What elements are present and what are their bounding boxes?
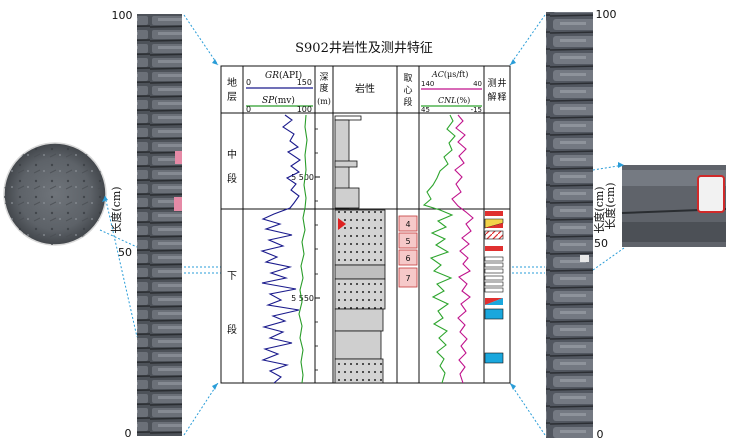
left-core-tag: [174, 197, 182, 211]
gr-header: GR(API): [265, 70, 302, 81]
gr-max: 150: [297, 78, 312, 87]
core-header-1: 取: [403, 73, 412, 84]
core-segment-label: 4: [405, 220, 410, 229]
guide-line: [592, 164, 625, 171]
interp-water-layer: [484, 352, 504, 364]
guide-line: [183, 382, 219, 436]
guide-line: [104, 195, 138, 338]
guide-line: [183, 14, 219, 66]
core-segment-label: 6: [405, 254, 410, 263]
depth-minor-ticks: [315, 128, 318, 371]
guide-line: [509, 382, 546, 436]
stratum-upper-2: 段: [227, 172, 237, 185]
right-axis-label: 长度(cm): [592, 186, 606, 233]
stratum-lower-1: 下: [227, 271, 237, 282]
interpretation-column: [484, 211, 504, 364]
sample-label: [697, 175, 725, 213]
sp-curve: [298, 114, 308, 384]
left-axis-label: 长度(cm): [109, 186, 123, 233]
right-tick-100: 100: [596, 8, 617, 21]
guide-line: [592, 247, 625, 271]
right-core-photo: [546, 12, 593, 438]
ac-header: AC(μs/ft): [431, 70, 468, 79]
sp-min: 0: [246, 105, 251, 114]
depth-header-2: 度: [319, 82, 328, 94]
right-tick-50: 50: [594, 237, 608, 250]
strata-header-2: 层: [227, 91, 237, 103]
core-segment-6: [398, 249, 418, 266]
zoom-texture: [4, 143, 106, 245]
core-segment-5: [398, 232, 418, 249]
depth-header-1: 深: [319, 72, 328, 83]
core-header-2: 心: [403, 85, 412, 96]
gr-curve: [260, 114, 301, 384]
depth-unit: (m): [317, 97, 331, 106]
lithology-column: [334, 115, 386, 384]
left-zoom-detail: [3, 142, 107, 246]
lithology-marker: [338, 218, 346, 230]
right-core-axis: 100 50 0 长度(cm): [592, 8, 617, 441]
sandstone-bed: [334, 209, 386, 266]
interp-header-4: 释: [497, 91, 506, 103]
ac-curve: [422, 114, 456, 384]
left-core-image: [137, 14, 182, 436]
interp-water-layer: [484, 308, 504, 320]
interp-header-1: 测: [487, 78, 496, 89]
gr-min: 0: [246, 78, 251, 87]
guide-arrows: [102, 59, 624, 390]
right-core-image: [546, 12, 593, 438]
right-core-tag: [580, 255, 589, 262]
right-tick-0: 0: [597, 428, 604, 441]
stratum-lower-2: 段: [227, 323, 237, 336]
interp-header-2: 井: [497, 77, 506, 89]
core-segment-4: [398, 215, 418, 232]
guide-line: [509, 14, 546, 66]
cnl-min: 45: [421, 106, 430, 114]
left-core-tag: [175, 151, 182, 164]
cnl-max: -15: [471, 106, 482, 114]
left-core-photo: [137, 14, 182, 436]
interp-oil-layer: [485, 211, 503, 216]
stratum-upper-1: 中: [227, 148, 237, 161]
cnl-curve: [451, 114, 474, 384]
guide-line: [99, 229, 138, 248]
left-tick-100: 100: [112, 9, 133, 22]
right-detail-photo: 长度(cm): [603, 165, 727, 247]
figure-title: S902井岩性及测井特征: [295, 41, 433, 56]
detail-axis-label: 长度(cm): [603, 182, 617, 229]
sp-max: 100: [297, 105, 312, 114]
sp-header: SP(mv): [262, 95, 295, 106]
strata-header-1: 地: [227, 76, 237, 89]
ac-min: 140: [421, 80, 434, 88]
left-tick-50: 50: [118, 246, 132, 259]
core-segment-label: 5: [405, 237, 410, 246]
depth-tick-5550: 5 550: [291, 294, 314, 303]
log-table: 地 层 GR(API) 0 150 SP(mv) 0 100 深 度 (m) 岩…: [220, 65, 511, 384]
lithology-header: 岩性: [355, 82, 375, 95]
core-segments: 4 5 6 7: [398, 215, 418, 288]
core-segment-label: 7: [405, 274, 410, 283]
left-tick-0: 0: [125, 427, 132, 440]
cnl-header: CNL(%): [438, 96, 470, 105]
left-core-axis: 100 50 0 长度(cm): [109, 9, 133, 440]
core-header-3: 段: [403, 96, 412, 108]
ac-max: 40: [473, 80, 482, 88]
core-segment-7: [398, 267, 418, 288]
interp-header-3: 解: [487, 91, 496, 103]
depth-tick-5500: 5 500: [291, 173, 314, 182]
